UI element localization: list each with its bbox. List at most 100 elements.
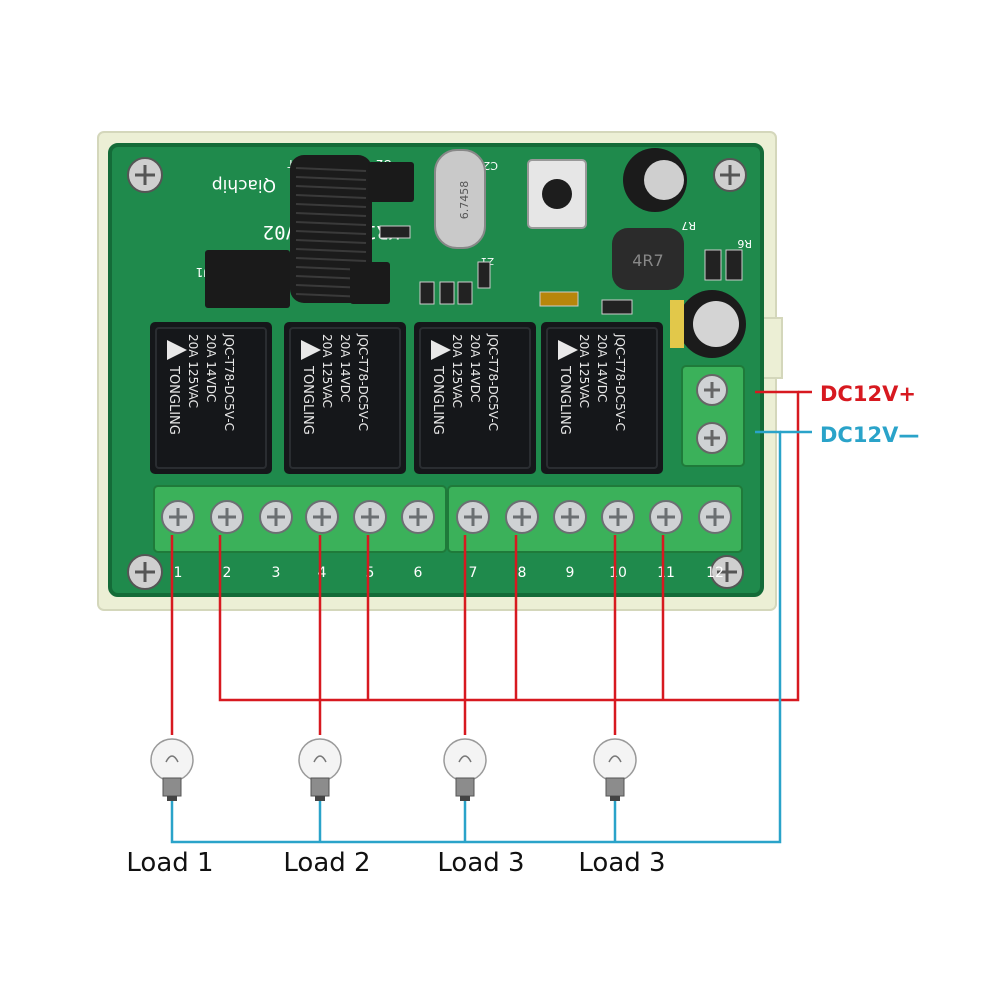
relay-edge [419, 327, 531, 469]
bulb-base [605, 777, 625, 797]
terminal-screw-slot [313, 508, 331, 526]
silk-led1: Z1 [481, 255, 494, 266]
tact-switch [527, 159, 587, 229]
relay-logo [431, 340, 451, 360]
relay-spec-line: 20A 125VAC [320, 334, 334, 408]
smd-parts [379, 225, 743, 315]
coil-winding [295, 194, 367, 199]
dc12v-negative-label: DC12V— [820, 423, 920, 447]
crystal-label: 6.7458 [458, 181, 471, 220]
load-label-3: Load 3 [437, 848, 525, 878]
bulb-tip [460, 796, 470, 801]
terminal-screw-slot [464, 508, 482, 526]
terminal-screw-slot [361, 508, 379, 526]
terminal-screw-slot [267, 508, 285, 526]
terminal-number-5: 5 [366, 565, 375, 581]
relay-edge [546, 327, 658, 469]
relay-spec-line: 20A 125VAC [577, 334, 591, 408]
terminal-screw-slot [706, 508, 724, 526]
bulb-base [162, 777, 182, 797]
terminal-number-12: 12 [706, 565, 724, 581]
terminal-screw-slot [657, 508, 675, 526]
bulb-base [310, 777, 330, 797]
relay-spec-line: 20A 14VDC [338, 334, 352, 402]
relay-spec-line: 20A 14VDC [204, 334, 218, 402]
relay-body [150, 322, 272, 474]
coil-winding [295, 185, 367, 190]
silk-z1: C2 [483, 159, 498, 172]
inductor-label: 4R7 [632, 251, 663, 270]
relay-edge [289, 327, 401, 469]
ic-chip-u1 [205, 250, 290, 308]
dc12v-positive-label: DC12V+ [820, 382, 916, 406]
positive-bus-wire [218, 390, 800, 702]
smd-component [379, 225, 411, 239]
relay-2: TONGLING 20A 125VAC 20A 14VDC JQC-T78-DC5V-… [284, 322, 406, 474]
smd-component [439, 281, 455, 305]
relay-spec-line: JQC-T78-DC5V-C [356, 333, 370, 431]
terminal-screw-slot [513, 508, 531, 526]
bulb-glass [593, 738, 637, 782]
coil-winding [295, 221, 367, 226]
relay-logo [558, 340, 578, 360]
smd-component [725, 249, 743, 281]
relays: TONGLING 20A 125VAC 20A 14VDC JQC-T78-DC5V-… [150, 322, 663, 474]
relay-spec-line: 20A 125VAC [450, 334, 464, 408]
terminal-number-8: 8 [518, 565, 527, 581]
terminal-screw-slot [561, 508, 579, 526]
terminal-number-4: 4 [318, 565, 327, 581]
smd-component [539, 291, 579, 307]
load-label-4: Load 3 [578, 848, 666, 878]
coil-winding [295, 203, 367, 208]
smd-component [457, 281, 473, 305]
relay-label-group: TONGLING 20A 125VAC 20A 14VDC JQC-T78-DC5V-… [430, 333, 500, 435]
pcb-shade [108, 143, 764, 597]
relay-body [414, 322, 536, 474]
capacitor-bottom [670, 290, 746, 358]
silk-r7: R7 [681, 219, 696, 232]
inductor: 4R7 [612, 228, 684, 290]
coil-winding [295, 230, 367, 235]
coil-winding [295, 212, 367, 217]
mounting-screw-bl [127, 554, 163, 590]
smd-component [704, 249, 722, 281]
relay-spec-line: JQC-T78-DC5V-C [486, 333, 500, 431]
smd-component [477, 261, 491, 289]
load-label-1: Load 1 [126, 848, 214, 878]
smd-component [419, 281, 435, 305]
terminal-screw-slot [218, 508, 236, 526]
relay-brand: TONGLING [430, 365, 445, 435]
negative-bus-wire [170, 430, 782, 844]
relay-spec-line: 20A 14VDC [468, 334, 482, 402]
mounting-screw-br [710, 555, 744, 589]
crystal-oscillator: 6.7458 [434, 149, 486, 249]
capacitor-top [623, 148, 687, 212]
terminal-number-11: 11 [657, 565, 675, 581]
relay-spec-line: JQC-T78-DC5V-C [222, 333, 236, 431]
bulb-filament [608, 755, 622, 763]
mounting-screw-tl [127, 157, 163, 193]
relay-3: TONGLING 20A 125VAC 20A 14VDC JQC-T78-DC5V-… [414, 322, 536, 474]
bulb-base [455, 777, 475, 797]
bulb-tip [167, 796, 177, 801]
relay-brand: TONGLING [300, 365, 315, 435]
bulb-tip [610, 796, 620, 801]
terminal-number-3: 3 [272, 565, 281, 581]
silk-r6: R6 [737, 237, 752, 250]
terminal-number-10: 10 [609, 565, 627, 581]
relay-body [541, 322, 663, 474]
relay-spec-line: JQC-T78-DC5V-C [613, 333, 627, 431]
bulb-filament [313, 755, 327, 763]
bulb-filament [458, 755, 472, 763]
bulb-glass [443, 738, 487, 782]
relay-spec-line: 20A 125VAC [186, 334, 200, 408]
mounting-screw-tr [713, 158, 747, 192]
relay-label-group: TONGLING 20A 125VAC 20A 14VDC JQC-T78-DC5V-… [300, 333, 370, 435]
terminal-screw-slot [409, 508, 427, 526]
